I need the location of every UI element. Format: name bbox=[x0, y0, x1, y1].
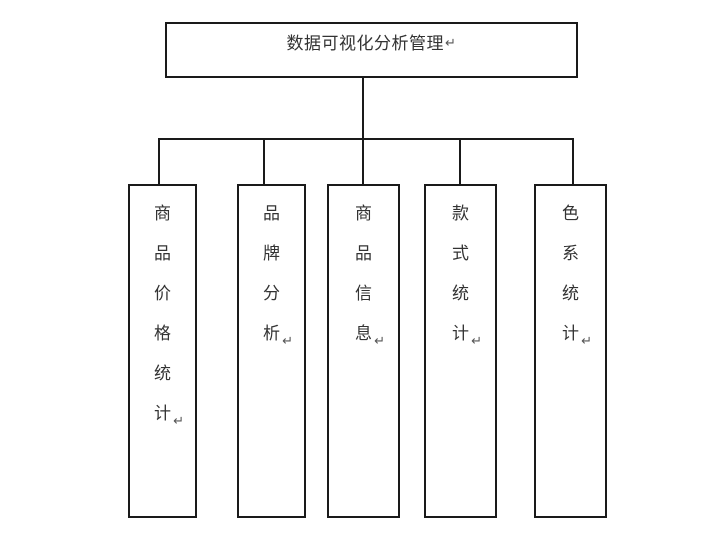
child-node-label-4: 款 式 统 计↵ bbox=[426, 194, 495, 516]
child-1-char-6: 计↵ bbox=[154, 394, 184, 434]
connector-trunk-vertical bbox=[362, 78, 364, 140]
connector-drop-2 bbox=[263, 138, 265, 184]
child-3-char-4: 息↵ bbox=[355, 314, 385, 354]
connector-bus-horizontal bbox=[158, 138, 574, 140]
root-node-box[interactable]: 数据可视化分析管理↵ bbox=[165, 22, 578, 78]
child-1-char-1: 商 bbox=[154, 204, 171, 224]
child-node-label-2: 品 牌 分 析↵ bbox=[239, 194, 304, 516]
return-mark-icon: ↵ bbox=[581, 334, 592, 349]
child-1-char-3: 价 bbox=[154, 284, 171, 304]
return-mark-icon: ↵ bbox=[374, 334, 385, 349]
child-node-label-3: 商 品 信 息↵ bbox=[329, 194, 398, 516]
child-node-box-4[interactable]: 款 式 统 计↵ bbox=[424, 184, 497, 518]
root-node-text: 数据可视化分析管理 bbox=[286, 34, 445, 54]
child-5-char-4-text: 计 bbox=[562, 324, 579, 344]
child-5-char-2: 系 bbox=[562, 244, 579, 264]
return-mark-icon: ↵ bbox=[445, 36, 457, 51]
child-1-char-6-text: 计 bbox=[154, 404, 171, 424]
child-5-char-3: 统 bbox=[562, 284, 579, 304]
child-2-char-2: 牌 bbox=[263, 244, 280, 264]
root-node-label: 数据可视化分析管理↵ bbox=[167, 33, 576, 55]
child-4-char-4-text: 计 bbox=[452, 324, 469, 344]
child-node-label-5: 色 系 统 计↵ bbox=[536, 194, 605, 516]
return-mark-icon: ↵ bbox=[282, 334, 293, 349]
return-mark-icon: ↵ bbox=[173, 414, 184, 429]
child-5-char-1: 色 bbox=[562, 204, 579, 224]
child-1-char-5: 统 bbox=[154, 364, 171, 384]
child-3-char-4-text: 息 bbox=[355, 324, 372, 344]
child-3-char-2: 品 bbox=[355, 244, 372, 264]
return-mark-icon: ↵ bbox=[471, 334, 482, 349]
connector-drop-5 bbox=[572, 138, 574, 184]
child-node-box-3[interactable]: 商 品 信 息↵ bbox=[327, 184, 400, 518]
child-node-box-1[interactable]: 商 品 价 格 统 计↵ bbox=[128, 184, 197, 518]
child-4-char-1: 款 bbox=[452, 204, 469, 224]
child-3-char-3: 信 bbox=[355, 284, 372, 304]
child-4-char-4: 计↵ bbox=[452, 314, 482, 354]
child-2-char-3: 分 bbox=[263, 284, 280, 304]
child-5-char-4: 计↵ bbox=[562, 314, 592, 354]
connector-drop-4 bbox=[459, 138, 461, 184]
child-1-char-2: 品 bbox=[154, 244, 171, 264]
child-node-label-1: 商 品 价 格 统 计↵ bbox=[130, 194, 195, 516]
child-4-char-3: 统 bbox=[452, 284, 469, 304]
child-1-char-4: 格 bbox=[154, 324, 171, 344]
connector-drop-3 bbox=[362, 138, 364, 184]
child-node-box-5[interactable]: 色 系 统 计↵ bbox=[534, 184, 607, 518]
child-2-char-4-text: 析 bbox=[263, 324, 280, 344]
child-2-char-1: 品 bbox=[263, 204, 280, 224]
connector-drop-1 bbox=[158, 138, 160, 184]
child-3-char-1: 商 bbox=[355, 204, 372, 224]
child-4-char-2: 式 bbox=[452, 244, 469, 264]
child-node-box-2[interactable]: 品 牌 分 析↵ bbox=[237, 184, 306, 518]
child-2-char-4: 析↵ bbox=[263, 314, 293, 354]
